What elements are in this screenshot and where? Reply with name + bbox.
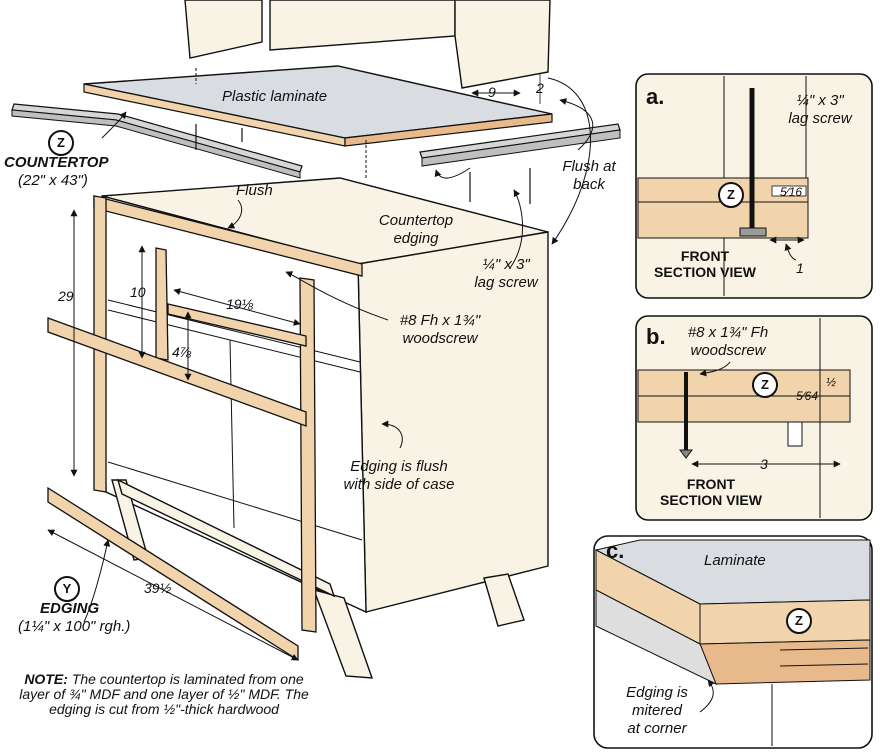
note-text: NOTE: The countertop is laminated from o… bbox=[8, 672, 320, 717]
dim-4-7-8: 4⅞ bbox=[172, 344, 192, 360]
woodscrew-line2: woodscrew bbox=[402, 330, 478, 347]
dim-19-1-8: 19⅛ bbox=[226, 296, 254, 312]
edging-size: (1¼" x 100" rgh.) bbox=[18, 618, 131, 635]
dim-2: 2 bbox=[536, 80, 544, 96]
flush-at-back-line1: Flush at bbox=[562, 158, 616, 175]
main-dimensions bbox=[47, 68, 367, 661]
note-body: The countertop is laminated from one lay… bbox=[19, 671, 309, 717]
detail-c-letter: c. bbox=[606, 538, 625, 563]
countertop-edging-line2: edging bbox=[393, 230, 439, 247]
detail-b-view-line1: FRONT bbox=[686, 476, 736, 492]
detail-c-badge-z: Z bbox=[786, 608, 812, 634]
dim-29: 29 bbox=[58, 288, 74, 304]
woodscrew-line1: #8 Fh x 1¾" bbox=[399, 312, 481, 329]
badge-y-edging: Y bbox=[54, 576, 80, 602]
countertop-edging-line1: Countertop bbox=[378, 212, 454, 229]
detail-c-panel bbox=[593, 535, 873, 749]
detail-a-lag-line2: lag screw bbox=[788, 110, 852, 127]
lag-screw-line1: ¼" x 3" bbox=[482, 256, 530, 273]
lag-screw-line2: lag screw bbox=[474, 274, 538, 291]
note-label: NOTE: bbox=[24, 671, 68, 687]
countertop bbox=[83, 65, 553, 147]
flush-label: Flush bbox=[236, 182, 273, 199]
detail-b-panel bbox=[635, 315, 873, 521]
plastic-laminate-label: Plastic laminate bbox=[222, 88, 328, 105]
edging-flush-line1: Edging is flush bbox=[350, 458, 448, 475]
detail-c-mitered-line2: mitered bbox=[631, 702, 683, 719]
flush-at-back-line2: back bbox=[573, 176, 605, 193]
edging-title: EDGING bbox=[40, 600, 100, 617]
detail-c-laminate-label: Laminate bbox=[704, 552, 766, 569]
dim-9: 9 bbox=[488, 84, 496, 100]
edging-flush-line2: with side of case bbox=[343, 476, 455, 493]
detail-b-screw-line2: woodscrew bbox=[690, 342, 766, 359]
detail-c-mitered-line3: at corner bbox=[627, 720, 687, 737]
countertop-title: COUNTERTOP bbox=[4, 154, 109, 171]
countertop-size: (22" x 43") bbox=[18, 172, 88, 189]
countertop-edging-right bbox=[419, 123, 621, 167]
detail-a-badge-z: Z bbox=[718, 182, 744, 208]
detail-a-dim-5-16: 5⁄16 bbox=[780, 185, 803, 199]
detail-a-view-line2: SECTION VIEW bbox=[654, 264, 756, 280]
detail-b-dim-5-64: 5⁄64 bbox=[796, 389, 819, 403]
countertop-edging-left bbox=[11, 103, 303, 179]
main-leaders bbox=[83, 77, 594, 623]
detail-b-dim-half: ½ bbox=[826, 375, 837, 389]
badge-z-countertop: Z bbox=[48, 130, 74, 156]
detail-b-screw-line1: #8 x 1¾" Fh bbox=[687, 324, 769, 341]
detail-a-letter: a. bbox=[646, 84, 665, 109]
backsplash bbox=[184, 0, 551, 89]
detail-b-letter: b. bbox=[646, 324, 666, 349]
detail-b-view-line2: SECTION VIEW bbox=[660, 492, 762, 508]
detail-c-mitered-line1: Edging is bbox=[626, 684, 688, 701]
dim-10: 10 bbox=[130, 284, 146, 300]
detail-a-lag-line1: ¼" x 3" bbox=[796, 92, 844, 109]
detail-b-dim-3: 3 bbox=[760, 456, 768, 472]
detail-a-view-line1: FRONT bbox=[680, 248, 730, 264]
dim-39-1-2: 39½ bbox=[144, 580, 172, 596]
detail-a-panel bbox=[635, 73, 873, 299]
detail-b-badge-z: Z bbox=[752, 372, 778, 398]
cabinet-case bbox=[101, 177, 549, 614]
detail-a-dim-1: 1 bbox=[796, 260, 804, 276]
